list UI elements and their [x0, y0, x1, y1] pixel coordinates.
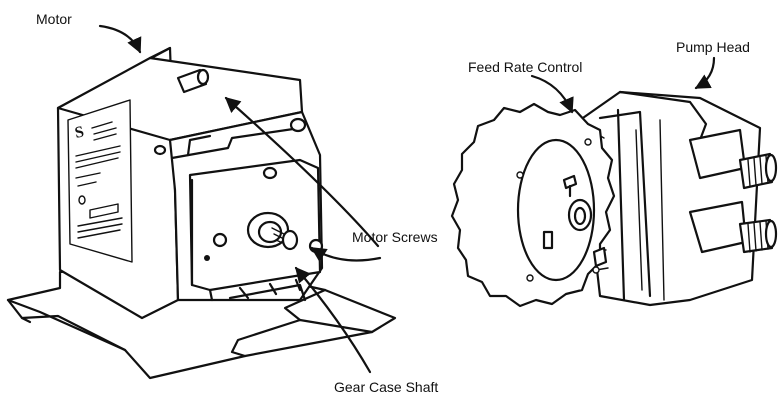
pump-head-assembly: [450, 90, 778, 308]
label-motor-screws: Motor Screws: [352, 229, 438, 245]
arrow-feed-rate: [530, 74, 574, 114]
svg-text:S: S: [73, 123, 85, 141]
feed-rate-dial: [450, 102, 616, 308]
arrow-motor-screw-top: [224, 96, 380, 248]
arrow-gear-case-shaft: [294, 266, 372, 374]
bottom-fitting: [738, 218, 778, 254]
callout-arrows: [98, 24, 716, 374]
arrow-motor: [98, 24, 142, 54]
motor-body: S: [56, 46, 324, 320]
label-motor: Motor: [36, 11, 72, 27]
label-pump-head: Pump Head: [676, 39, 750, 55]
top-fitting: [738, 152, 778, 190]
arrow-motor-screw-front: [310, 246, 382, 262]
label-gear-case-shaft: Gear Case Shaft: [334, 379, 438, 395]
label-feed-rate-control: Feed Rate Control: [468, 59, 582, 75]
motor-assembly: S: [6, 46, 397, 380]
arrow-pump-head: [694, 56, 716, 90]
